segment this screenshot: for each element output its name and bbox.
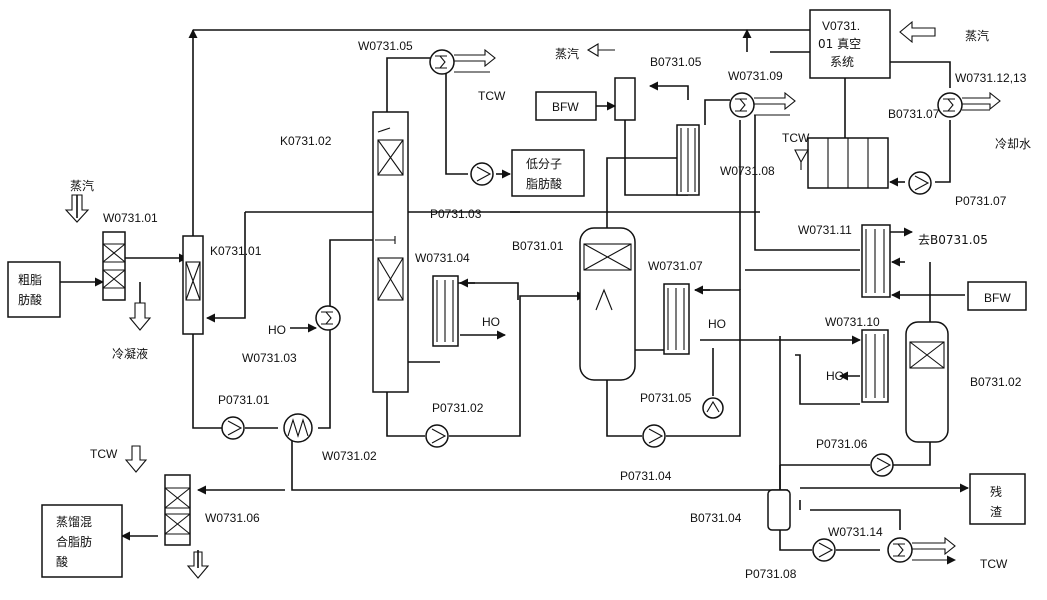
k073101-column — [182, 235, 204, 335]
v073101-vacuum-system — [809, 9, 891, 79]
steam-left-label: 蒸汽 — [70, 178, 94, 193]
distilled-fa-label-2: 合脂肪 — [56, 534, 92, 549]
w073103-heat-exchanger-icon — [315, 305, 341, 331]
w073114-heat-exchanger-icon — [887, 537, 913, 563]
b073101-column — [579, 227, 636, 381]
w073106-label: W0731.06 — [205, 511, 260, 525]
distilled-fa-box — [41, 504, 123, 578]
p073105-label: P0731.05 — [640, 391, 692, 405]
b073101-label: B0731.01 — [512, 239, 564, 253]
w073102-heat-exchanger-icon — [283, 413, 313, 443]
ho-w04-label: HO — [482, 315, 500, 329]
w073111-heat-exchanger — [861, 224, 891, 298]
w073105-heat-exchanger-icon — [429, 49, 455, 75]
p073101-label: P0731.01 — [218, 393, 270, 407]
w073102-label: W0731.02 — [322, 449, 377, 463]
p073103-label: P0731.03 — [430, 207, 482, 221]
tcw-down-arrow-icon — [124, 445, 148, 473]
w073112-label: W0731.12,13 — [955, 71, 1027, 85]
k073101-label: K0731.01 — [210, 244, 262, 258]
ho-w10-label: HO — [826, 369, 844, 383]
w073103-label: W0731.03 — [242, 351, 297, 365]
condensate-down-arrow-icon — [128, 302, 152, 331]
bfw-top-label: BFW — [552, 100, 579, 114]
p073102-label: P0731.02 — [432, 401, 484, 415]
w073114-label: W0731.14 — [828, 525, 883, 539]
steam-b05-label: 蒸汽 — [555, 46, 579, 61]
cooling-arrow-icon — [962, 91, 1001, 111]
v073101-label-3: 系统 — [830, 55, 854, 69]
b073105-vessel — [614, 77, 636, 121]
distilled-fa-label-3: 酸 — [56, 554, 68, 569]
b073104-label: B0731.04 — [690, 511, 742, 525]
steam-in-arrow-icon — [899, 20, 936, 44]
p073107-label: P0731.07 — [955, 194, 1007, 208]
to-b073105-label: 去B0731.05 — [918, 233, 988, 247]
ho-w07-label: HO — [708, 317, 726, 331]
process-lines — [60, 29, 969, 568]
p073105-pump-icon — [702, 397, 724, 419]
ho-w03-label: HO — [268, 323, 286, 337]
crude-fa-label-2: 肪酸 — [18, 292, 42, 307]
drain-down-arrow-icon — [186, 551, 210, 579]
condensate-label: 冷凝液 — [112, 346, 148, 361]
w073112-heat-exchanger-icon — [937, 92, 963, 118]
p073106-label: P0731.06 — [816, 437, 868, 451]
low-fa-pump-icon — [470, 162, 494, 186]
steam-down-arrow-icon — [64, 194, 90, 223]
w073105-label: W0731.05 — [358, 39, 413, 53]
p073108-pump-icon — [812, 538, 836, 562]
v073101-label-2: 01 真空 — [818, 37, 861, 51]
cooling-water-label: 冷却水 — [995, 137, 1031, 151]
b073104-vessel — [767, 489, 791, 531]
steam-out-arrow-icon — [586, 43, 615, 57]
w073111-label: W0731.11 — [798, 223, 852, 237]
p073107-pump-icon — [908, 171, 932, 195]
v073101-label: V0731. — [822, 19, 860, 33]
p073106-pump-icon — [870, 453, 894, 477]
w073106-heat-exchanger — [164, 474, 191, 546]
low-molecular-fa-label: 低分子 — [526, 157, 562, 171]
w073109-label: W0731.09 — [728, 69, 783, 83]
p073104-label: P0731.04 — [620, 469, 672, 483]
low-molecular-fa-box — [511, 149, 585, 197]
p073102-pump-icon — [425, 424, 449, 448]
w073101-heat-exchanger — [102, 231, 126, 301]
steam-top-right-label: 蒸汽 — [965, 28, 989, 43]
w073101-label: W0731.01 — [103, 211, 158, 225]
p073104-pump-icon — [642, 424, 666, 448]
b073105-label: B0731.05 — [650, 55, 702, 69]
k073102-column — [372, 111, 409, 393]
b073102-column — [905, 321, 949, 443]
p073101-pump-icon — [221, 416, 245, 440]
tcw-w14-label: TCW — [980, 557, 1008, 571]
k073102-label: K0731.02 — [280, 134, 332, 148]
residue-label-2: 渣 — [990, 505, 1002, 519]
w073108-label: W0731.08 — [720, 164, 775, 178]
w073109-heat-exchanger-icon — [729, 92, 755, 118]
tcw-w09-label: TCW — [782, 131, 810, 145]
crude-fa-label: 粗脂 — [18, 272, 42, 287]
crude-fa-box — [7, 261, 61, 318]
b073107-label: B0731.07 — [888, 107, 940, 121]
w073107-label: W0731.07 — [648, 259, 703, 273]
bfw-mid-box — [967, 281, 1027, 311]
w073104-label: W0731.04 — [415, 251, 470, 265]
tcw-w06-label: TCW — [90, 447, 118, 461]
low-molecular-fa-label-2: 脂肪酸 — [526, 176, 562, 191]
residue-box — [969, 473, 1026, 525]
b073102-label: B0731.02 — [970, 375, 1022, 389]
p073108-label: P0731.08 — [745, 567, 797, 581]
bfw-mid-label: BFW — [984, 291, 1011, 305]
tcw-w05-label: TCW — [478, 89, 506, 103]
w073110-label: W0731.10 — [825, 315, 880, 329]
distilled-fa-label: 蒸馏混 — [56, 515, 92, 529]
residue-label: 残 — [990, 485, 1002, 499]
